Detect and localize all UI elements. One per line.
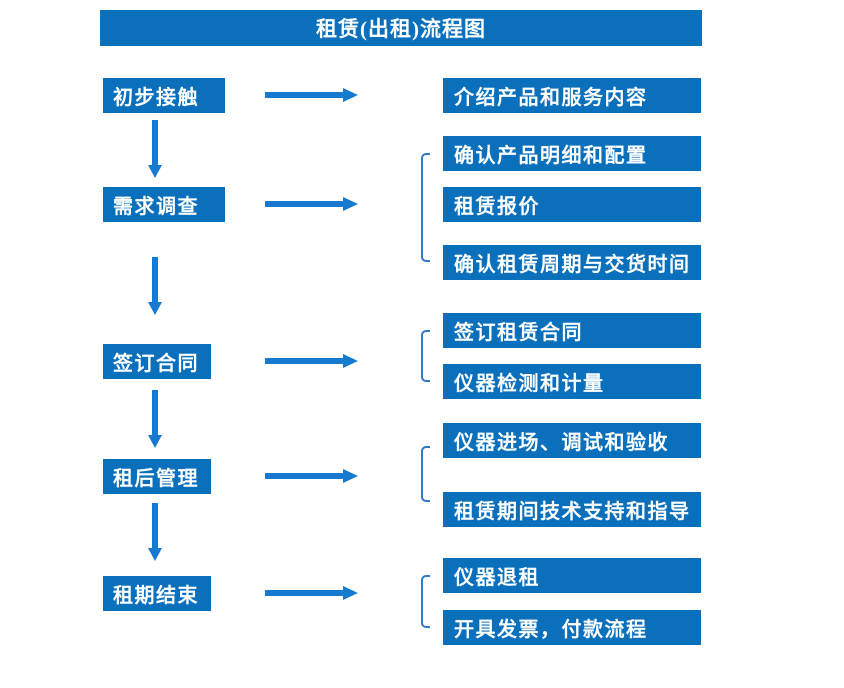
group-bracket-icon bbox=[421, 575, 430, 628]
arrow-right-icon bbox=[265, 88, 358, 102]
arrow-right-icon bbox=[265, 586, 358, 600]
detail-box-confirm-period: 确认租赁周期与交货时间 bbox=[443, 245, 701, 280]
arrow-right-icon bbox=[265, 354, 358, 368]
detail-box-sign-rental-contract: 签订租赁合同 bbox=[443, 313, 701, 348]
group-bracket-icon bbox=[421, 446, 430, 502]
arrow-down-icon bbox=[148, 120, 162, 178]
arrow-right-icon bbox=[265, 197, 358, 211]
group-bracket-icon bbox=[421, 153, 430, 262]
detail-box-confirm-product-spec: 确认产品明细和配置 bbox=[443, 136, 701, 171]
detail-box-instrument-testing: 仪器检测和计量 bbox=[443, 364, 701, 399]
detail-box-introduce-products: 介绍产品和服务内容 bbox=[443, 78, 701, 113]
arrow-down-icon bbox=[148, 390, 162, 448]
detail-box-rental-quote: 租赁报价 bbox=[443, 187, 701, 222]
step-box-post-rental-mgmt: 租后管理 bbox=[103, 459, 211, 494]
arrow-right-icon bbox=[265, 469, 358, 483]
detail-box-instrument-entry: 仪器进场、调试和验收 bbox=[443, 423, 701, 458]
group-bracket-icon bbox=[421, 330, 430, 382]
step-box-sign-contract: 签订合同 bbox=[103, 344, 211, 379]
step-box-demand-survey: 需求调查 bbox=[103, 187, 225, 222]
step-box-initial-contact: 初步接触 bbox=[103, 78, 225, 113]
step-box-rental-end: 租期结束 bbox=[103, 576, 211, 611]
arrow-down-icon bbox=[148, 257, 162, 315]
detail-box-instrument-return: 仪器退租 bbox=[443, 558, 701, 593]
arrow-down-icon bbox=[148, 503, 162, 561]
flowchart-title: 租赁(出租)流程图 bbox=[100, 10, 702, 46]
detail-box-tech-support: 租赁期间技术支持和指导 bbox=[443, 492, 701, 527]
detail-box-invoice-payment: 开具发票，付款流程 bbox=[443, 610, 701, 645]
